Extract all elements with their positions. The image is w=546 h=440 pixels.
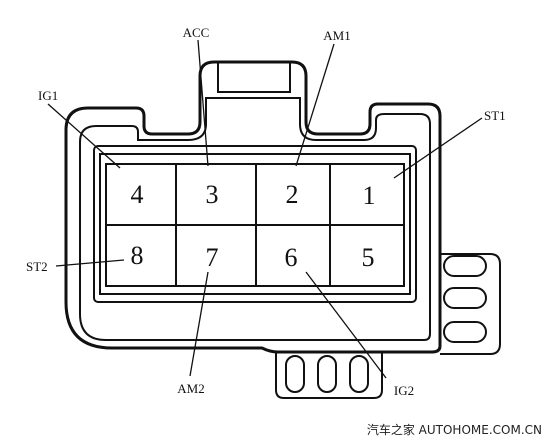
leader-st2: [55, 259, 125, 267]
rib-right-2: [443, 287, 487, 309]
rib-right-3: [443, 321, 487, 343]
rib-bottom-2: [317, 355, 337, 393]
connector-cavity-inner-frame: [99, 153, 411, 295]
pin-number-8: 8: [131, 241, 144, 270]
connector-latch-tab: [217, 62, 291, 93]
pin-number-2: 2: [286, 180, 299, 209]
connector-cavity-frame: [93, 145, 417, 303]
label-acc: ACC: [183, 25, 210, 40]
connector-housing-inner-wall: [79, 97, 431, 341]
leader-am2: [189, 271, 209, 377]
pin-number-6: 6: [285, 243, 298, 272]
label-ig1: IG1: [38, 88, 58, 103]
pin-number-4: 4: [131, 180, 144, 209]
label-ig2: IG2: [394, 383, 414, 398]
pin-number-5: 5: [362, 243, 375, 272]
leader-ig2: [305, 271, 387, 379]
rib-bottom-1: [285, 355, 305, 393]
rib-right-1: [443, 255, 487, 277]
label-am1: AM1: [323, 28, 350, 43]
leader-acc: [197, 39, 209, 167]
pin-number-3: 3: [206, 180, 219, 209]
pin-grid: [105, 163, 405, 287]
label-st1: ST1: [484, 108, 506, 123]
leader-ig1: [47, 103, 121, 169]
label-st2: ST2: [26, 259, 48, 274]
connector-bottom-ribs: [275, 352, 383, 399]
pin-number-7: 7: [206, 243, 219, 272]
connector-housing-outer: [64, 60, 442, 354]
label-am2: AM2: [177, 381, 204, 396]
connector-side-ribs: [440, 253, 501, 355]
leader-st1: [393, 117, 483, 179]
watermark-text: 汽车之家 AUTOHOME.COM.CN: [367, 422, 542, 437]
pin-number-1: 1: [363, 181, 376, 210]
rib-bottom-3: [349, 355, 369, 393]
leader-am1: [295, 43, 335, 167]
